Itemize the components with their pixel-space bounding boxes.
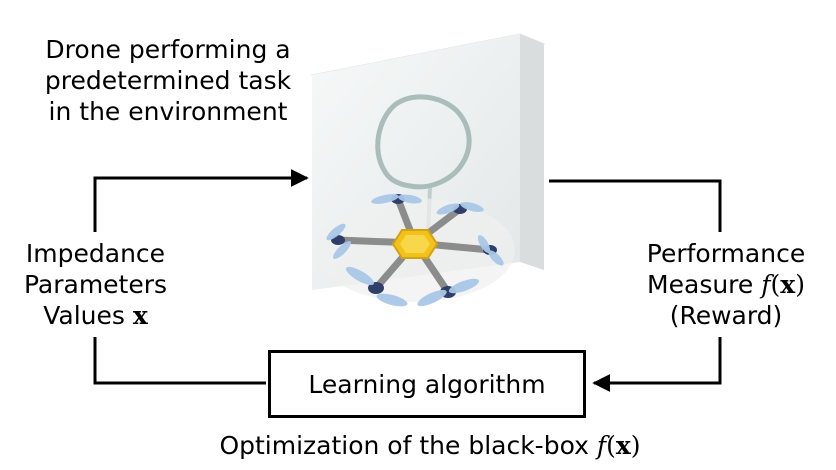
performance-line-3: (Reward) [669,301,783,330]
arrow-parameters-to-drone [93,337,266,385]
arrow-drone-to-performance [549,179,722,232]
impedance-parameters-label: Impedance Parameters Values x [8,238,183,331]
measure-text: Measure [647,270,754,299]
arrow-parameters-up [93,169,309,232]
performance-measure-label: Performance Measure f(x) (Reward) [626,238,826,331]
optimization-caption: Optimization of the black-box f(x) [150,430,710,461]
performance-line-2: Measure f(x) [626,269,826,300]
black-box-function: f(x) [596,431,641,460]
arrow-performance-to-algorithm [592,337,722,392]
hexacopter-drone [315,194,515,307]
drone-task-line-2: predetermined task [44,66,292,95]
learning-algorithm-label: Learning algorithm [308,369,546,399]
drone-task-line-1: Drone performing a [45,35,291,64]
performance-function: f(x) [761,270,805,299]
drone-task-label: Drone performing a predetermined task in… [8,34,328,127]
parameter-vector-symbol: x [132,301,148,330]
traced-path [375,94,472,190]
values-text: Values [43,301,125,330]
impedance-line-2: Parameters [23,270,168,299]
optimization-text: Optimization of the black-box [219,431,589,460]
drone-task-line-3: in the environment [48,97,288,126]
impedance-line-1: Impedance [25,239,166,268]
performance-line-1: Performance [646,239,806,268]
impedance-line-3: Values x [8,300,183,331]
learning-algorithm-box: Learning algorithm [268,350,586,418]
